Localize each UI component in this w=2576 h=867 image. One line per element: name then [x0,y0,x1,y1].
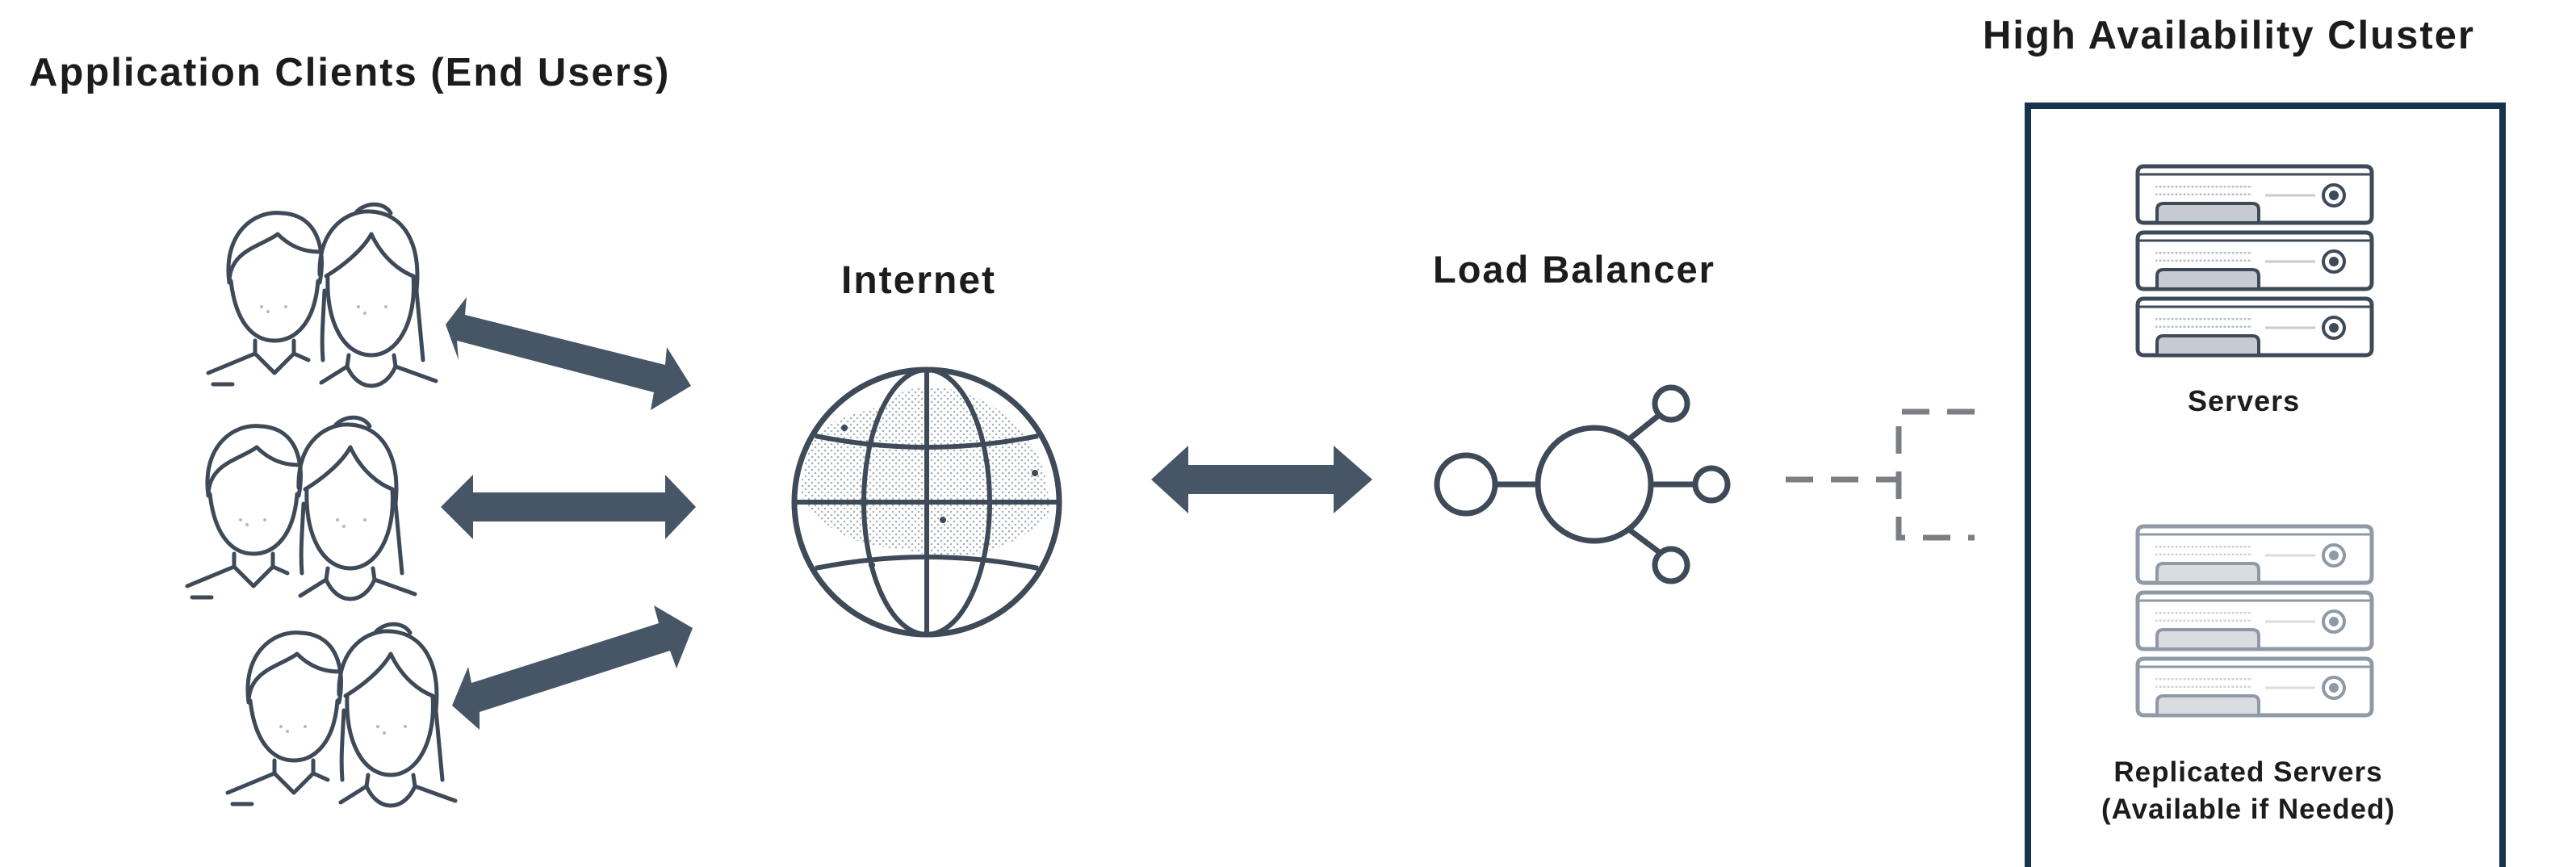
replicated-servers-label: Replicated Servers (Available if Needed) [2091,754,2406,828]
replicated-servers-label-line2: (Available if Needed) [2101,794,2395,825]
replicated-servers-label-line1: Replicated Servers [2113,756,2383,788]
internet-lb-arrow [1151,446,1372,513]
cluster-box [2025,103,2506,867]
user-pair-icon-3 [228,624,455,806]
client-arrow-bottom [452,605,693,730]
globe-icon [791,366,1062,638]
internet-label: Internet [841,259,997,302]
user-pair-icon-1 [208,204,436,386]
replicated-server-stack-icon [2138,526,2372,715]
dashed-connector [1786,408,1975,541]
cluster-title: High Availability Cluster [1983,14,2475,57]
user-pair-icon-2 [187,417,415,599]
client-arrow-top [446,297,691,410]
load-balancer-icon [1434,384,1731,584]
servers-label: Servers [2188,384,2301,417]
clients-title: Application Clients (End Users) [29,51,671,94]
server-stack-icon [2138,166,2372,355]
client-arrow-middle [441,475,696,539]
load-balancer-label: Load Balancer [1433,248,1715,291]
